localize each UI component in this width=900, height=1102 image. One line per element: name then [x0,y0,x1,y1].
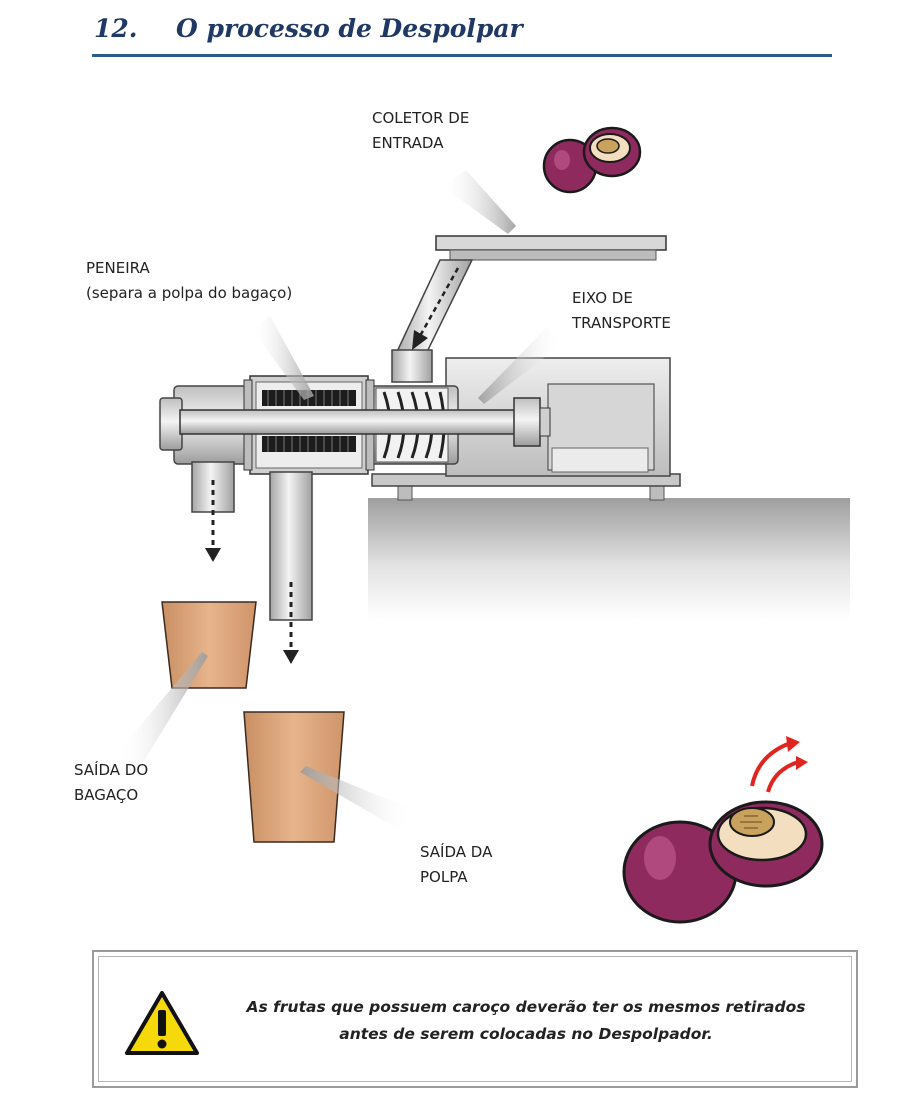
bagaco-flow-arrow [205,548,221,562]
hopper-top [435,235,667,251]
transport-shaft [179,409,525,435]
feed-throat [391,349,433,383]
end-cap [159,397,183,451]
fruit-large-icon [622,800,824,924]
pointer-peneira [252,316,314,400]
seed-removal-arrows [750,742,799,793]
section-header: 12. O processo de Despolpar [92,8,832,57]
warning-note-text: As frutas que possuem caroço deverão ter… [206,994,846,1048]
polpa-outlet-pipe [269,471,313,621]
warning-note-line2: antes de serem colocadas no Despolpador. [339,1025,713,1043]
pointer-eixo [478,326,562,404]
label-coletor: COLETOR DE ENTRADA [372,109,470,152]
label-eixo: EIXO DE TRANSPORTE [572,289,671,332]
pointer-coletor [442,170,516,234]
label-saida-bagaco: SAÍDA DO BAGAÇO [74,761,149,804]
pointer-polpa [300,766,414,830]
warning-note-box: As frutas que possuem caroço deverão ter… [92,950,858,1088]
label-peneira: PENEIRA (separa a polpa do bagaço) [86,259,293,302]
polpa-flow-arrow [283,650,299,664]
feed-arrow [412,330,428,350]
bagaco-cup [161,601,257,689]
warning-icon [125,991,199,1055]
bench [368,498,850,620]
feed-chute [392,259,474,359]
polpa-cup [243,711,345,843]
section-title: O processo de Despolpar [176,14,523,43]
fruit-small-icon [542,126,642,194]
section-number: 12. [94,14,138,43]
pointer-bagaco [118,652,208,774]
label-saida-polpa: SAÍDA DA POLPA [420,843,493,886]
warning-note-line1: As frutas que possuem caroço deverão ter… [246,998,806,1016]
shaft-coupling [513,397,541,447]
